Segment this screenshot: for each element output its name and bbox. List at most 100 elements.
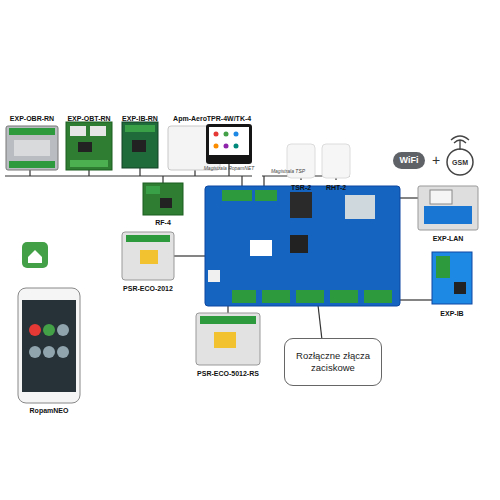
connector (208, 270, 220, 282)
device-name: EXP-OBR-RN (1, 115, 63, 123)
terminal-block (296, 290, 324, 303)
antenna-symbol (451, 136, 469, 150)
relay (90, 126, 106, 136)
psu-body (196, 313, 260, 365)
pcb (122, 122, 158, 168)
phone-screen (22, 300, 76, 392)
wifi-logo (393, 152, 425, 169)
device-label-box: RHT-2 (316, 184, 356, 192)
screen-icon (214, 144, 219, 149)
app-icon-house (28, 250, 42, 263)
logo-plate (250, 240, 272, 256)
terminal-block (70, 160, 108, 167)
module-body (6, 126, 58, 170)
terminal-block (262, 290, 290, 303)
device-name: RHT-2 (316, 184, 356, 192)
device-name: TSR-2 (281, 184, 321, 192)
control-panel-board (205, 186, 400, 306)
phone-body (18, 288, 80, 403)
pcb (424, 206, 472, 224)
device-label-box: EXP-IB (427, 310, 477, 318)
chip (132, 140, 146, 152)
keypad-screen (209, 127, 249, 155)
power-supply (196, 313, 260, 365)
terminal-block (9, 161, 55, 168)
device-name: RopamNEO (19, 407, 79, 415)
screen-icon (224, 144, 229, 149)
wifi-module (290, 192, 312, 218)
device-label-box: Apm-Aero (168, 115, 212, 123)
chip (454, 282, 466, 294)
screen-icon (29, 346, 41, 358)
din-module (6, 126, 58, 170)
module-front (14, 140, 50, 156)
annotation-label: Magistrala TSP (258, 168, 318, 175)
gsm-icon (447, 149, 473, 175)
screen-icon (234, 144, 239, 149)
psu-body (122, 232, 174, 280)
wire (399, 197, 418, 198)
terminal-block (364, 290, 392, 303)
terminal-block (126, 235, 170, 242)
device-label-box: TSR-2 (281, 184, 321, 192)
terminal-block (222, 190, 252, 201)
device-label-box: EXP-OBR-RN (1, 115, 63, 123)
screen-icon (43, 346, 55, 358)
callout-text: Rozłączne złącza zaciskowe (291, 350, 375, 374)
terminal-block (125, 125, 155, 132)
device-name: PSR-ECO-2012 (113, 285, 183, 293)
power-supply (122, 232, 174, 280)
terminal-block (255, 190, 277, 201)
device-name: TPR-4W/TK-4 (201, 115, 257, 123)
device-name: EXP-IB (427, 310, 477, 318)
terminal-block (146, 186, 160, 194)
gsm-module (345, 195, 375, 219)
terminal-block (330, 290, 358, 303)
terminal-block (232, 290, 256, 303)
psu-label (214, 332, 236, 348)
lan-module (418, 186, 478, 230)
callout-box: Rozłączne złącza zaciskowe (284, 338, 382, 386)
chip (78, 142, 92, 152)
pcb-module (66, 122, 112, 170)
keypad (206, 124, 252, 164)
screen-icon (224, 132, 229, 137)
wire (400, 299, 432, 300)
device-label-box: EXP-IB-RN (115, 115, 165, 123)
annotation-label: GSM (447, 158, 473, 167)
pcb (66, 122, 112, 170)
rj45-socket (430, 190, 452, 204)
screen-icon (57, 324, 69, 336)
device-name: RF-4 (143, 219, 183, 227)
sensor-housing (322, 144, 350, 178)
device-name: EXP-OBT-RN (61, 115, 117, 123)
app-icon (22, 242, 48, 268)
screen-icon (214, 132, 219, 137)
psu-label (140, 250, 158, 264)
screen-icon (234, 132, 239, 137)
pcb-module (122, 122, 158, 168)
terminal-block (9, 128, 55, 135)
annotation-label: Magistrala RopamNET (189, 165, 269, 172)
screen-icon (29, 324, 41, 336)
module-body (418, 186, 478, 230)
pcb (143, 183, 183, 215)
annotation-label: + (429, 152, 443, 168)
leader-line (318, 305, 322, 340)
annotation-label: WiFi (393, 155, 425, 166)
device-label-box: TPR-4W/TK-4 (201, 115, 257, 123)
device-label-box: RopamNEO (19, 407, 79, 415)
chip (290, 235, 308, 253)
pcb-module (432, 252, 472, 304)
device-label-box: RF-4 (143, 219, 183, 227)
chip (160, 198, 172, 208)
relay (70, 126, 86, 136)
screen-icon (43, 324, 55, 336)
pcb-module (143, 183, 183, 215)
bus-line (5, 175, 252, 176)
device-name: PSR-ECO-5012-RS (186, 370, 270, 378)
keypad-body (206, 124, 252, 164)
bus-drop (162, 176, 163, 183)
device-name: EXP-IB-RN (115, 115, 165, 123)
